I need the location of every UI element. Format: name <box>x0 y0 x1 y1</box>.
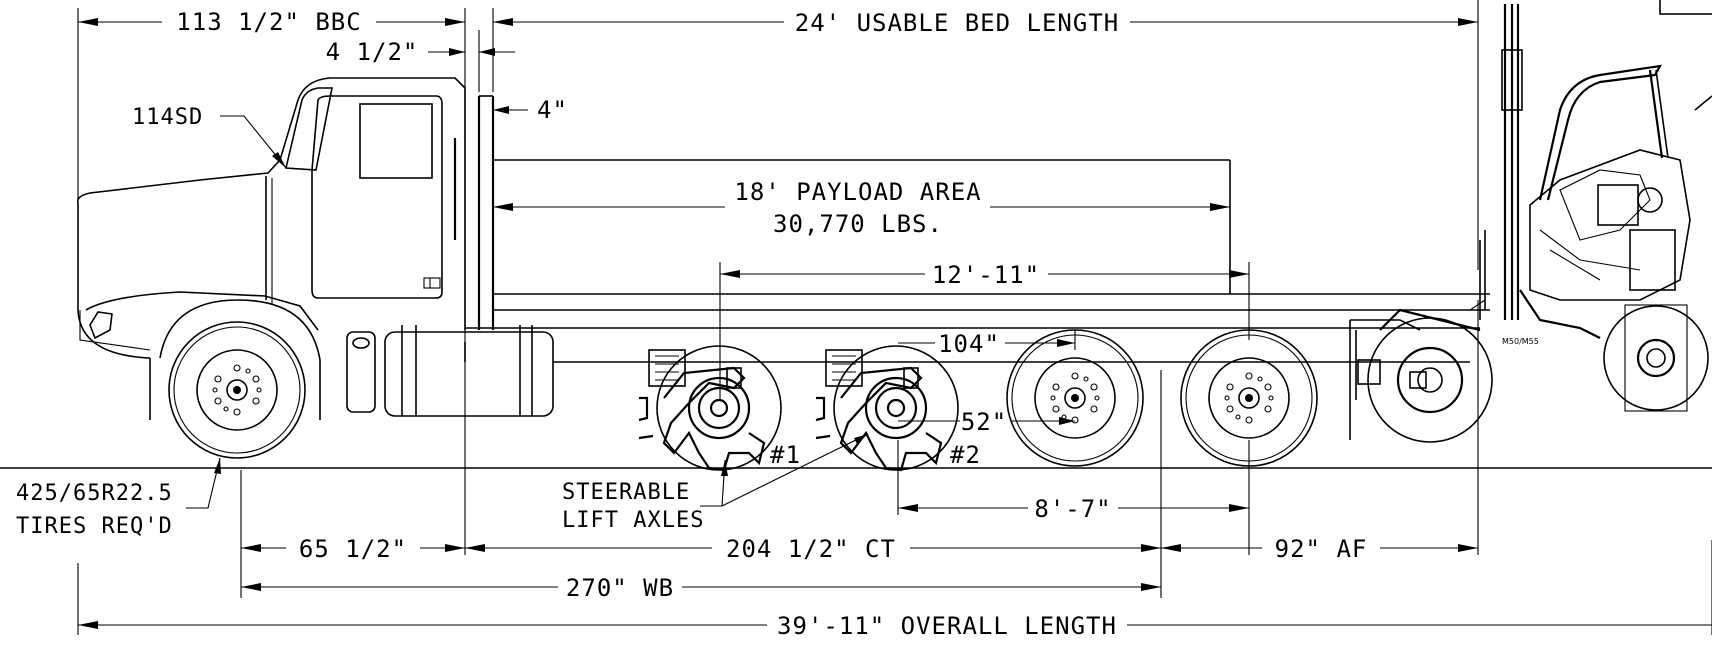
axle-1-label: #1 <box>770 441 801 469</box>
dim-front-overhang-label: 65 1/2" <box>299 535 407 563</box>
dim-axle-span: 12'-11" <box>720 261 1249 289</box>
dim-wb: 270" WB <box>241 574 1161 602</box>
cab-model-label: 114SD <box>132 105 203 130</box>
tires-line1: 425/65R22.5 <box>16 481 173 506</box>
dim-af-label: 92" AF <box>1275 535 1368 563</box>
tires-line2: TIRES REQ'D <box>16 514 173 539</box>
dim-52-label: 52" <box>961 408 1007 436</box>
lift-axle-2 <box>814 344 960 472</box>
dim-headboard: 4" <box>493 96 568 124</box>
dim-bbc: 113 1/2" BBC <box>78 8 465 36</box>
dim-bbc-label: 113 1/2" BBC <box>176 8 361 36</box>
dim-payload-area: 18' PAYLOAD AREA 30,770 LBS. <box>493 178 1230 238</box>
lift-axles-line2: LIFT AXLES <box>562 508 704 533</box>
callout-tires: 425/65R22.5 TIRES REQ'D <box>16 457 221 539</box>
lift-axles-line1: STEERABLE <box>562 480 690 505</box>
rear-wheel-1 <box>1006 329 1144 467</box>
dim-front-overhang: 65 1/2" <box>241 535 465 563</box>
forklift-badge: M50/M55 <box>1502 337 1539 346</box>
dim-ct-label: 204 1/2" CT <box>726 535 896 563</box>
callout-lift-axles: STEERABLE LIFT AXLES <box>562 433 869 533</box>
dim-af: 92" AF <box>1161 535 1478 563</box>
dim-8-7-label: 8'-7" <box>1034 495 1111 523</box>
axle-2-label: #2 <box>950 441 981 469</box>
dim-usable-bed-label: 24' USABLE BED LENGTH <box>795 9 1119 37</box>
dim-gap: 4 1/2" <box>326 38 515 66</box>
fuel-tank <box>346 325 554 417</box>
dim-usable-bed: 24' USABLE BED LENGTH <box>493 9 1478 37</box>
dim-payload-weight-label: 30,770 LBS. <box>773 210 943 238</box>
dim-52: 52" <box>898 408 1075 436</box>
extension-lines <box>77 0 1712 635</box>
headboard <box>477 95 495 330</box>
dim-wb-label: 270" WB <box>566 574 674 602</box>
lift-axle-1 <box>637 344 783 472</box>
dim-axle-span-label: 12'-11" <box>932 261 1040 289</box>
truck-cab <box>76 77 466 420</box>
front-wheel <box>168 321 306 459</box>
dim-gap-label: 4 1/2" <box>326 38 419 66</box>
dim-104-label: 104" <box>938 330 1000 358</box>
dim-payload-area-label: 18' PAYLOAD AREA <box>734 178 981 206</box>
dim-8-7: 8'-7" <box>898 495 1249 523</box>
callout-cab-model: 114SD <box>132 105 287 169</box>
dim-overall-label: 39'-11" OVERALL LENGTH <box>777 612 1117 640</box>
dim-headboard-label: 4" <box>537 96 568 124</box>
dim-overall: 39'-11" OVERALL LENGTH <box>78 612 1712 640</box>
dim-104: 104" <box>898 330 1075 358</box>
forklift: M50/M55 <box>1320 0 1712 443</box>
dim-ct: 204 1/2" CT <box>465 535 1161 563</box>
